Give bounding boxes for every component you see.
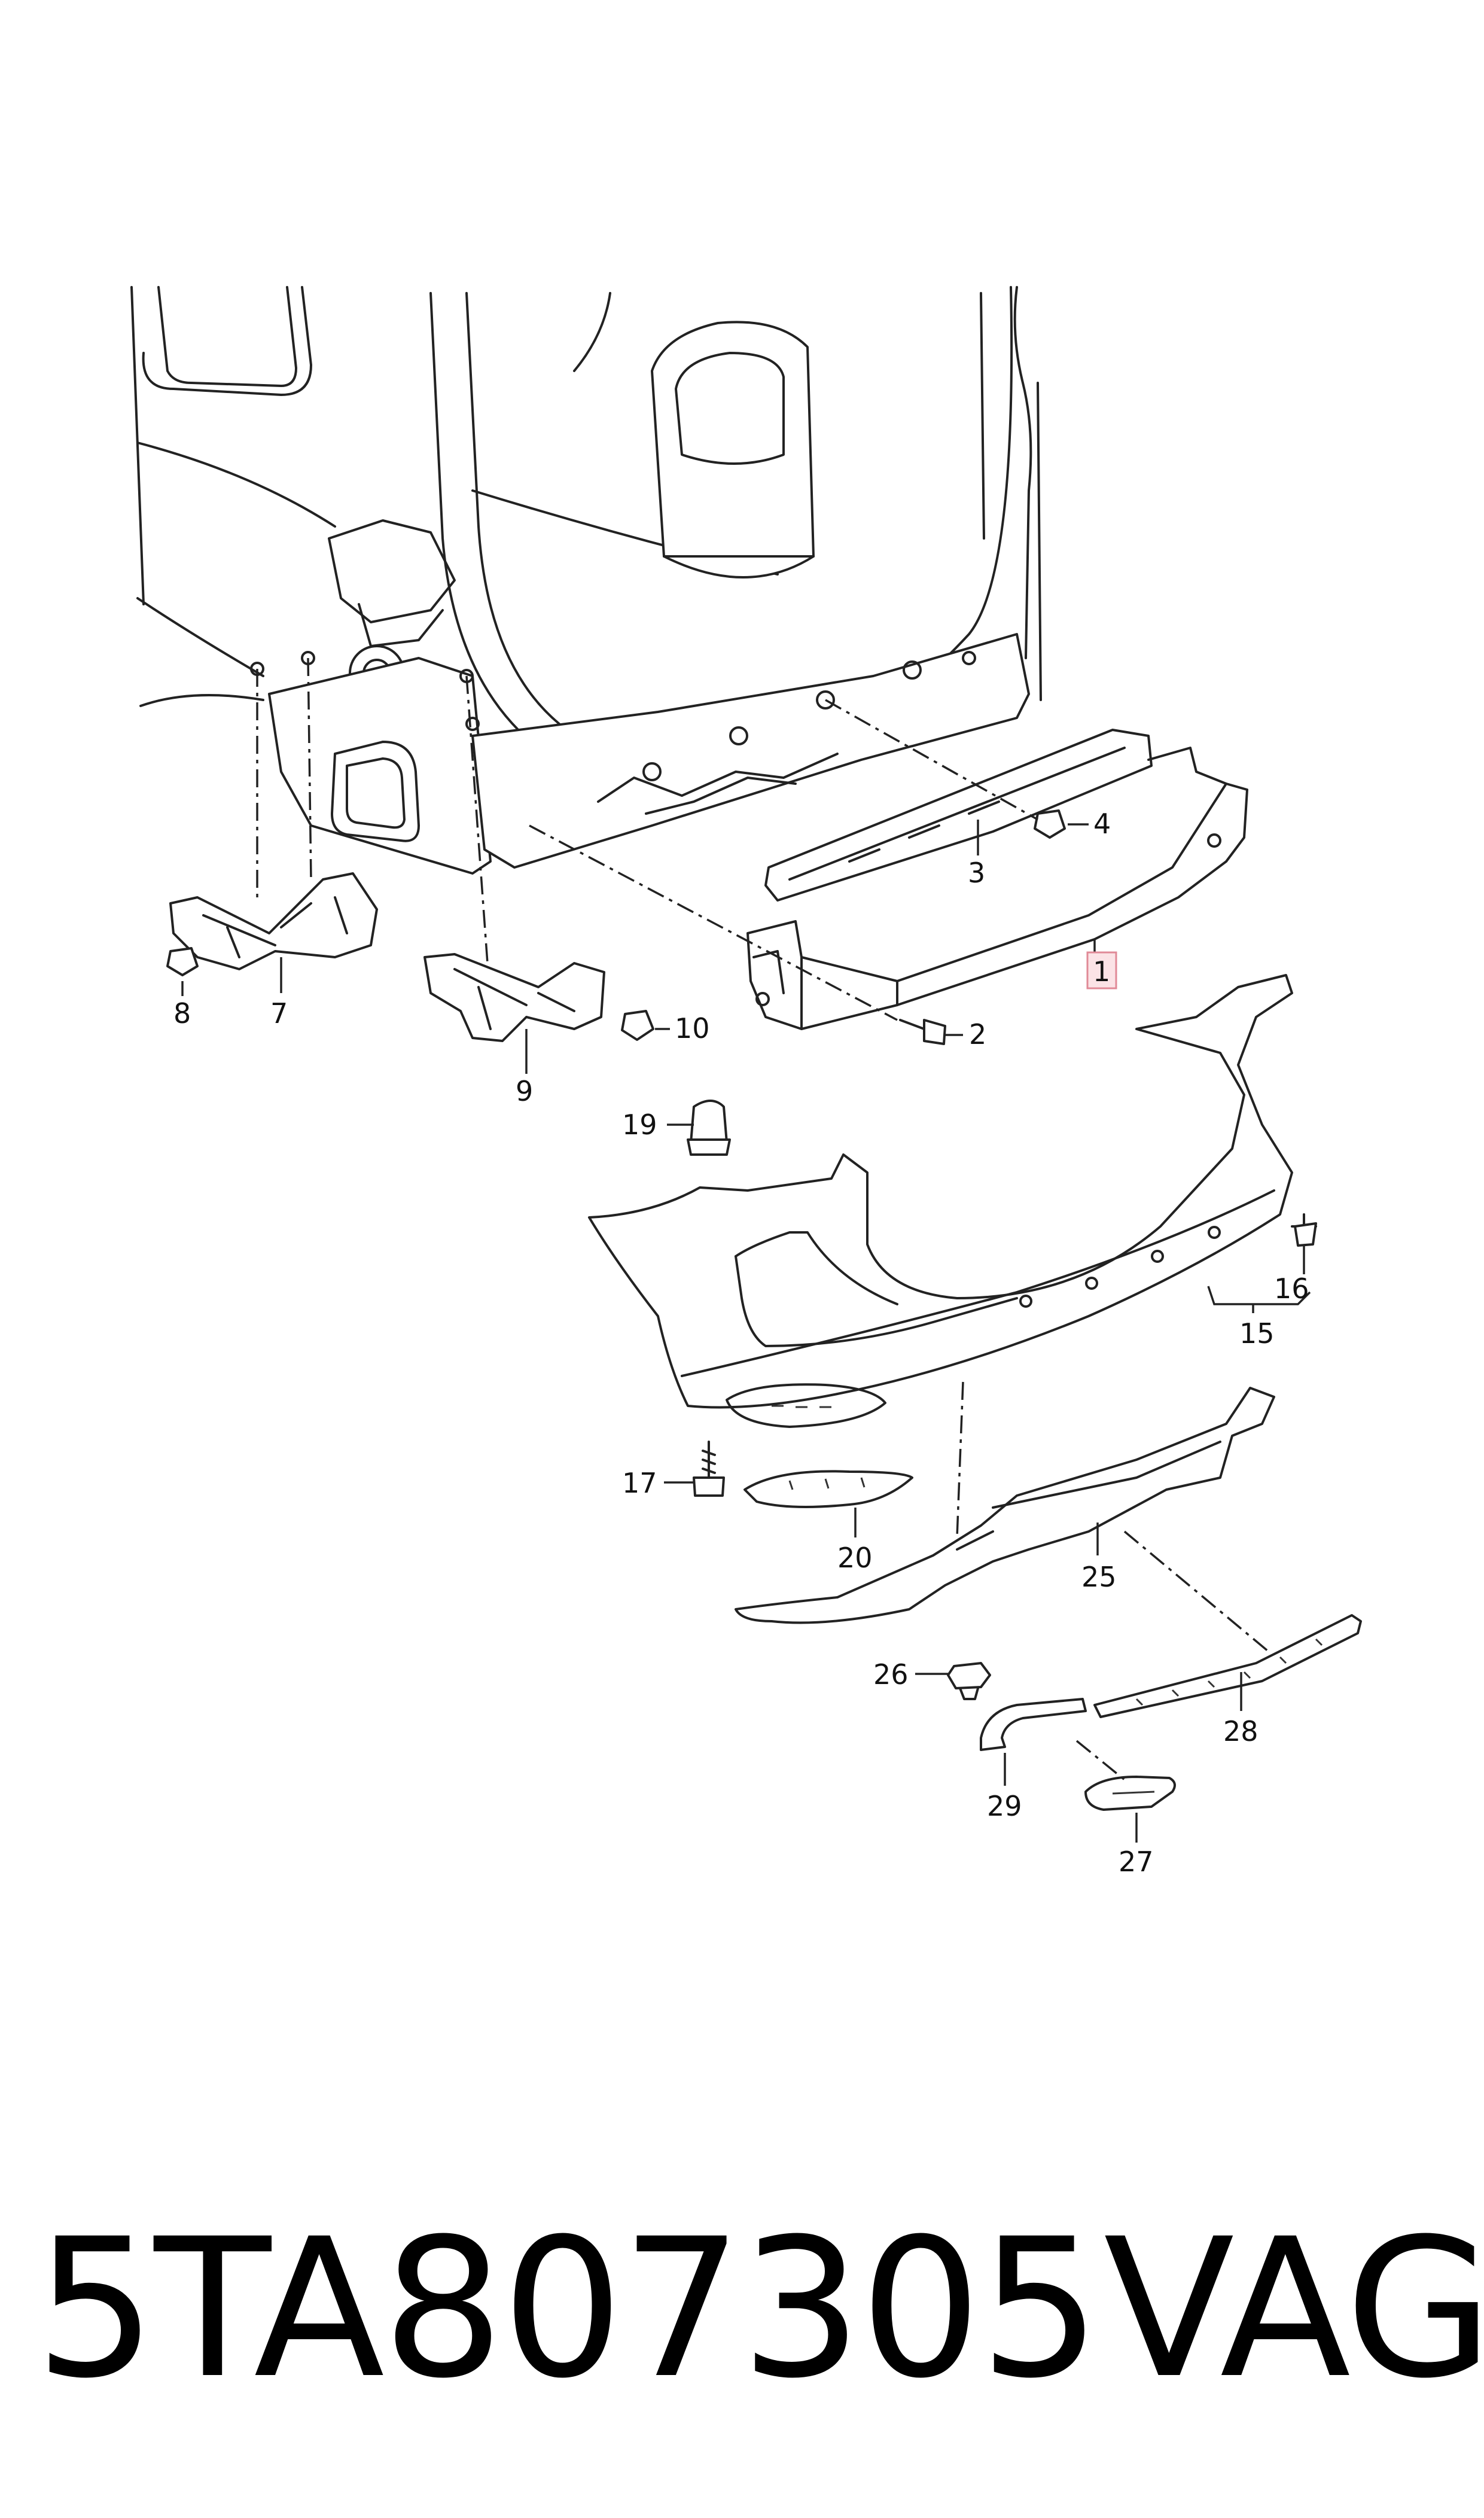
callout-28: 28: [1223, 1715, 1258, 1747]
callout-2: 2: [969, 1018, 986, 1051]
part-1-bumper-reinforcement: [746, 747, 1248, 1030]
callout-20: 20: [837, 1542, 873, 1574]
callout-1-highlight: [1086, 951, 1117, 989]
part-29-surround-trim: [980, 1698, 1087, 1751]
callout-9: 9: [516, 1075, 533, 1107]
callout-27: 27: [1119, 1846, 1154, 1878]
leader-lines: [181, 820, 1311, 1843]
callout-19: 19: [622, 1109, 657, 1141]
part-10-nut: [621, 1010, 654, 1041]
callout-25: 25: [1081, 1561, 1117, 1593]
vehicle-rear-body: [130, 286, 1042, 875]
callout-17: 17: [622, 1467, 657, 1499]
callout-labels: 1 2 3 4 7 8 9 10 15 16 17 19 20 25 26 27…: [173, 808, 1309, 1878]
part-number-label: 5TA807305: [35, 2198, 1101, 2420]
callout-15: 15: [1239, 1317, 1275, 1350]
callout-26: 26: [873, 1658, 909, 1691]
callout-4: 4: [1093, 808, 1111, 840]
callout-3: 3: [968, 857, 985, 889]
part-17-screw: [693, 1441, 725, 1497]
brand-label: VAG: [1104, 2198, 1484, 2420]
callout-8: 8: [173, 997, 191, 1030]
callout-10: 10: [675, 1012, 710, 1045]
part-3-trim-strip: [764, 729, 1153, 902]
callout-16: 16: [1274, 1272, 1309, 1305]
part-27-cover-cap: [1084, 1776, 1176, 1811]
part-26-clip: [947, 1662, 991, 1700]
part-28-trim-strip: [1093, 1614, 1362, 1718]
part-4-nut: [1034, 809, 1066, 839]
assembly-lines: [256, 657, 1269, 1781]
part-15-bumper-cover: [588, 974, 1293, 1428]
part-16-clip: [1291, 1213, 1317, 1247]
part-19-grommet: [687, 1100, 731, 1156]
callout-1: 1: [1093, 955, 1110, 988]
callout-29: 29: [987, 1790, 1022, 1822]
part-9-side-bracket: [423, 953, 605, 1042]
part-7-left-bracket: [169, 872, 378, 970]
part-8-nut: [166, 947, 199, 976]
part-2-bolt: [899, 1019, 946, 1045]
callout-7: 7: [270, 997, 288, 1030]
part-25-diffuser: [735, 1387, 1275, 1624]
part-20-reflector-trim: [743, 1470, 913, 1508]
